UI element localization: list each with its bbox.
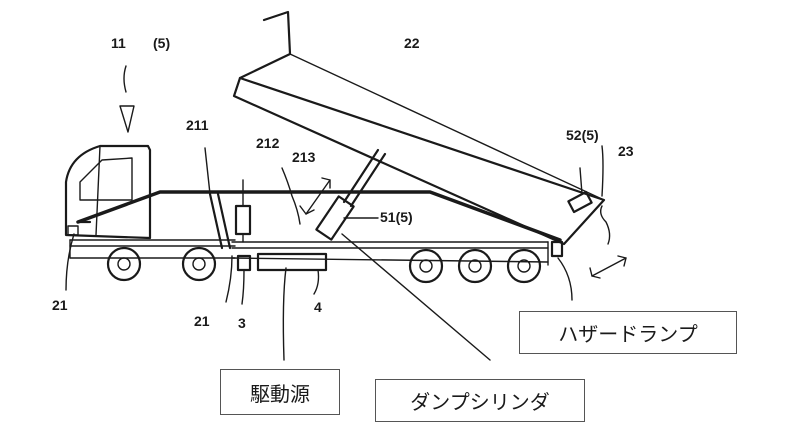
chassis-frame [69, 239, 549, 266]
label-213: 213 [292, 149, 316, 165]
label-11: 11 [111, 35, 126, 51]
wheel [106, 246, 142, 282]
dump-cylinder-rod [315, 148, 387, 241]
wheel [457, 248, 493, 284]
label-5: (5) [153, 35, 170, 51]
leader-lines [65, 65, 611, 361]
label-212: 212 [256, 135, 280, 151]
dump-body [232, 10, 606, 246]
tractor-cab [64, 144, 152, 240]
label-21-right: 21 [194, 313, 210, 329]
label-23: 23 [618, 143, 634, 159]
wheel [181, 246, 217, 282]
hazard-lamp-52 [550, 167, 593, 258]
wheel [408, 248, 444, 284]
component-212 [234, 179, 252, 243]
wheels [106, 246, 542, 284]
label-22: 22 [404, 35, 420, 51]
wheel [506, 248, 542, 284]
label-4: 4 [314, 299, 322, 315]
frame-line-211 [76, 147, 562, 250]
double-arrow-icon [589, 255, 627, 279]
drive-source-box-4 [256, 252, 328, 272]
drive-source-callout: 駆動源 [220, 369, 340, 415]
label-211: 211 [186, 117, 209, 133]
hazard-lamp-callout: ハザードランプ [519, 311, 737, 354]
label-51: 51(5) [380, 209, 413, 225]
label-3: 3 [238, 315, 246, 331]
tilt-arrow [299, 177, 331, 215]
dump-cylinder-callout: ダンプシリンダ [375, 379, 585, 422]
label-21-left: 21 [52, 297, 68, 313]
label-52: 52(5) [566, 127, 599, 143]
